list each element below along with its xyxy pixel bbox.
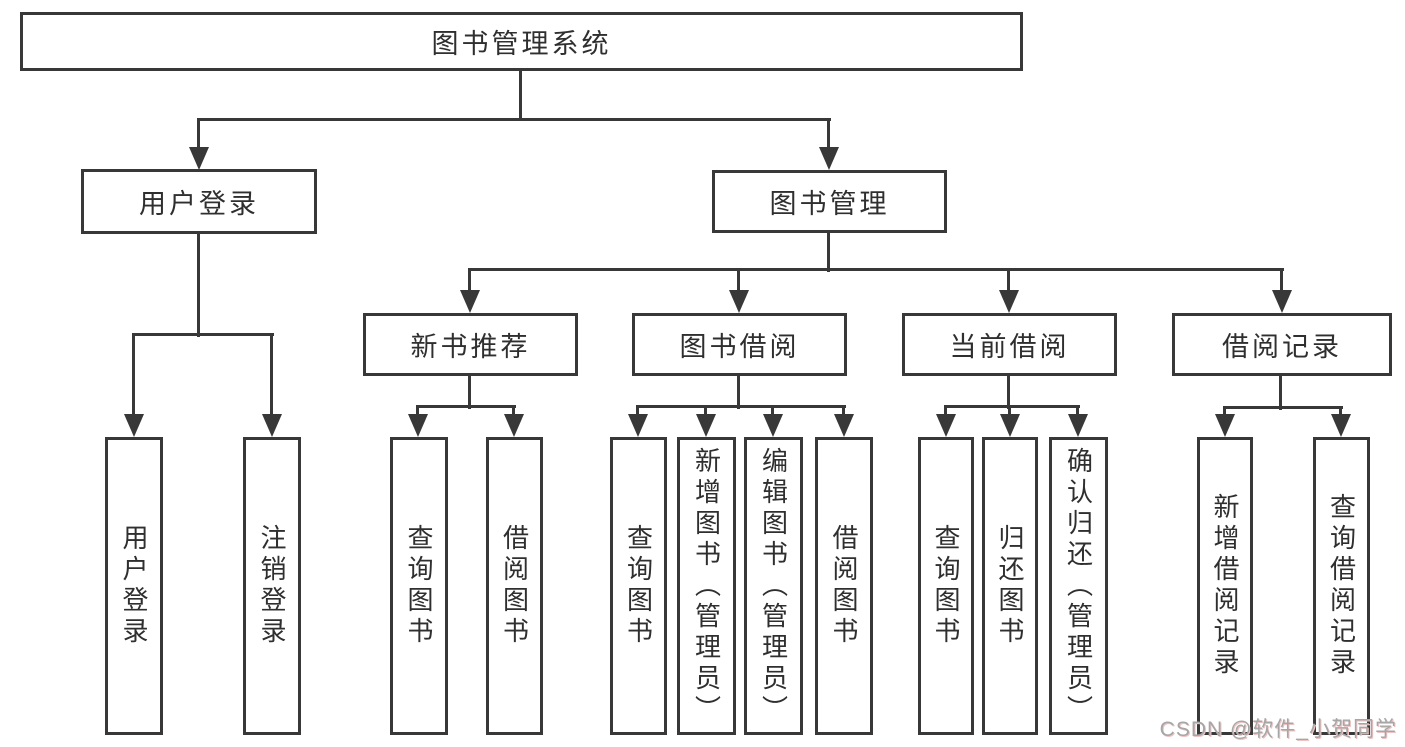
leaf-edit-books-admin: 编辑图书（管理员） [744,437,803,735]
leaf-user-login: 用户登录 [105,437,163,735]
arrow-down-icon [504,414,524,437]
connector-drop [1280,270,1283,293]
leaf-logout-login: 注销登录 [243,437,301,735]
connector-drop [1008,407,1011,417]
node-book-borrow: 图书借阅 [632,313,847,376]
arrow-down-icon [1068,414,1088,437]
leaf-query-books-newbook: 查询图书 [390,437,448,735]
connector-rail [416,405,516,408]
arrow-down-icon [1000,414,1020,437]
leaf-label: 查询图书 [404,524,434,648]
connector-drop [1076,407,1079,417]
connector-drop [197,120,200,150]
connector-drop [1007,270,1010,293]
arrow-down-icon [729,290,749,313]
node-new-book-recommend: 新书推荐 [363,313,578,376]
leaf-label: 借阅图书 [499,524,530,648]
connector-stem [827,232,830,272]
connector-stem [519,71,522,121]
leaf-label: 编辑图书（管理员） [758,446,789,726]
connector-drop [636,407,639,417]
arrow-down-icon [460,290,480,313]
leaf-borrow-books: 借阅图书 [815,437,873,735]
leaf-label: 用户登录 [119,524,149,648]
arrow-down-icon [936,414,956,437]
connector-drop [944,407,947,417]
connector-drop [270,335,273,417]
connector-drop [512,407,515,417]
connector-drop [704,407,707,417]
node-library-management-system: 图书管理系统 [20,12,1023,71]
connector-drop [1339,408,1342,417]
leaf-label: 查询图书 [623,524,654,648]
connector-rail [636,405,846,408]
leaf-label: 确认归还（管理员） [1063,446,1094,726]
leaf-label: 新增图书（管理员） [691,446,722,726]
arrow-down-icon [1272,290,1292,313]
arrow-down-icon [262,414,282,437]
connector-drop [842,407,845,417]
leaf-borrow-books-newbook: 借阅图书 [486,437,543,735]
arrow-down-icon [124,414,144,437]
connector-stem [1007,375,1010,409]
connector-drop [132,335,135,417]
leaf-label: 新增借阅记录 [1210,493,1240,679]
leaf-query-books-borrow: 查询图书 [610,437,667,735]
connector-stem [1279,375,1282,410]
connector-rail [468,268,1284,271]
leaf-label: 归还图书 [995,524,1025,648]
node-book-management: 图书管理 [712,170,947,233]
connector-drop [416,407,419,417]
arrow-down-icon [408,414,428,437]
leaf-query-books-current: 查询图书 [918,437,974,735]
node-user-login: 用户登录 [81,169,317,234]
leaf-return-books: 归还图书 [982,437,1038,735]
connector-stem [468,375,471,409]
arrow-down-icon [763,414,783,437]
connector-rail [132,333,274,336]
leaf-add-books-admin: 新增图书（管理员） [677,437,736,735]
arrow-down-icon [1331,414,1351,437]
connector-rail [197,118,831,121]
leaf-label: 查询图书 [931,524,961,648]
arrow-down-icon [1215,414,1235,437]
connector-stem [197,233,200,337]
connector-drop [827,120,830,150]
connector-rail [1223,406,1343,409]
connector-drop [1223,408,1226,417]
leaf-query-borrow-record: 查询借阅记录 [1313,437,1370,735]
connector-stem [737,375,740,409]
leaf-confirm-return-admin: 确认归还（管理员） [1049,437,1108,735]
watermark: CSDN @软件_小贺同学 [1159,718,1397,741]
arrow-down-icon [696,414,716,437]
leaf-add-borrow-record: 新增借阅记录 [1197,437,1253,735]
arrow-down-icon [628,414,648,437]
connector-drop [771,407,774,417]
connector-drop [468,270,471,293]
arrow-down-icon [834,414,854,437]
connector-drop [737,270,740,293]
leaf-label: 注销登录 [257,524,287,648]
connector-rail [944,405,1080,408]
arrow-down-icon [999,290,1019,313]
leaf-label: 借阅图书 [829,524,859,648]
node-current-borrow: 当前借阅 [902,313,1117,376]
arrow-down-icon [819,147,839,170]
leaf-label: 查询借阅记录 [1326,493,1357,679]
arrow-down-icon [189,147,209,170]
node-borrow-records: 借阅记录 [1172,313,1392,376]
